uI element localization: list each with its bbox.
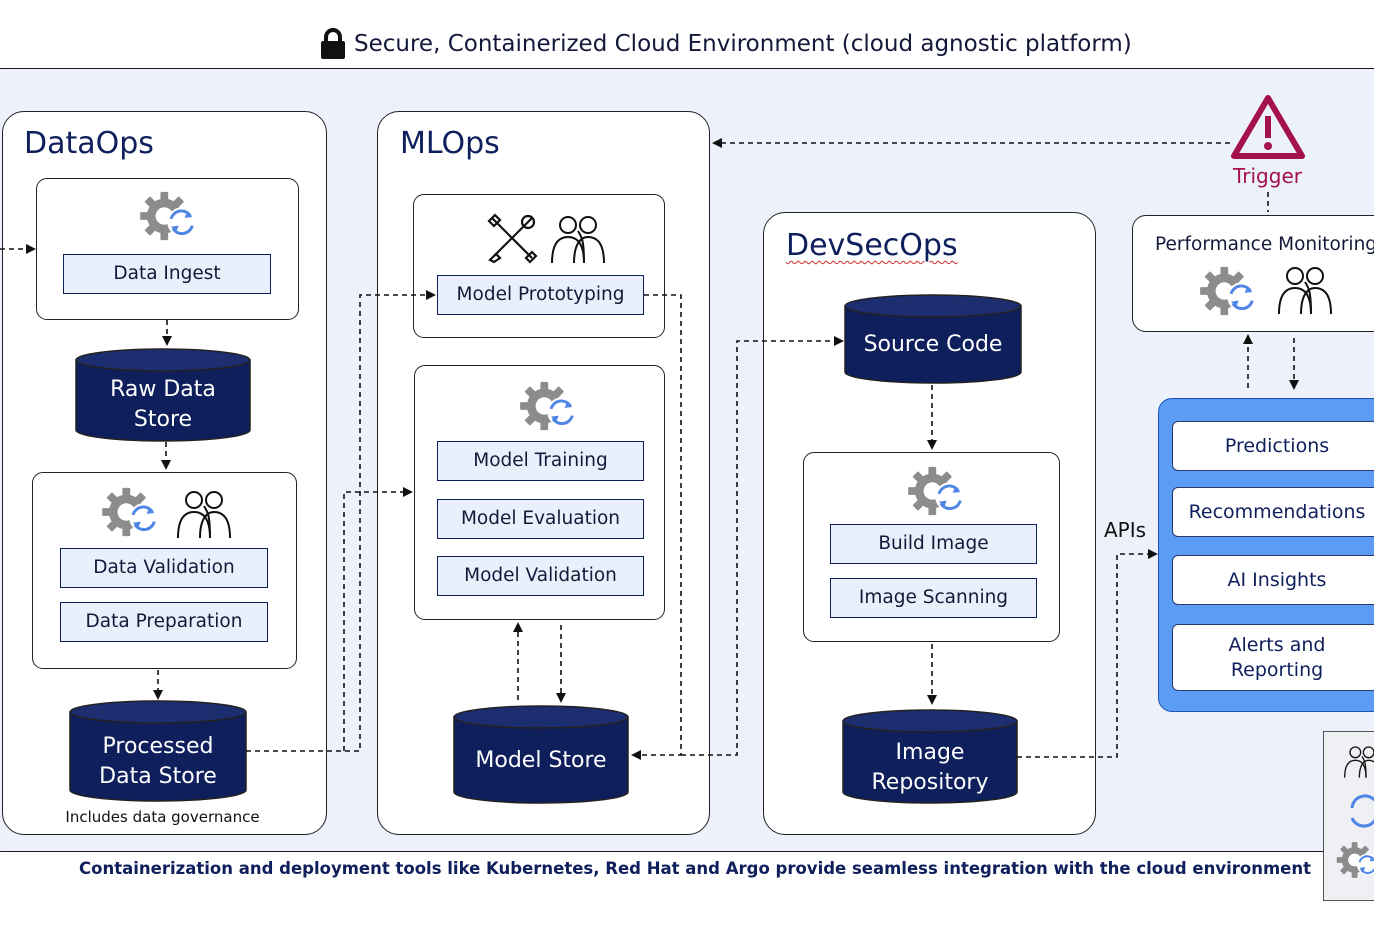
output-alerts-and-reporting[interactable]: Alerts and Reporting (1172, 624, 1374, 691)
arrow-prototyping-to-model-store (631, 294, 682, 760)
model-prototyping-label[interactable]: Model Prototyping (437, 275, 644, 315)
model-validation-label[interactable]: Model Validation (437, 556, 644, 596)
footer-note: Containerization and deployment tools li… (79, 859, 1311, 878)
image-repository-cylinder[interactable] (842, 709, 1018, 804)
data-validation-label[interactable]: Data Validation (60, 548, 268, 588)
devsecops-title: DevSecOps (786, 228, 958, 263)
lock-icon (321, 28, 345, 59)
dataops-title: DataOps (24, 126, 154, 161)
source-code-cylinder[interactable] (844, 294, 1022, 384)
model-evaluation-label[interactable]: Model Evaluation (437, 499, 644, 539)
data-preparation-label[interactable]: Data Preparation (60, 602, 268, 642)
mlops-title: MLOps (400, 126, 500, 161)
output-ai-insights[interactable]: AI Insights (1172, 555, 1374, 605)
trigger-label: Trigger (1233, 164, 1302, 188)
warning-icon (1231, 95, 1305, 159)
processed-data-store-cylinder[interactable] (69, 700, 247, 802)
model-store-cylinder[interactable] (453, 705, 629, 804)
model-training-label[interactable]: Model Training (437, 441, 644, 481)
image-scanning-label[interactable]: Image Scanning (830, 578, 1037, 618)
raw-data-store-cylinder[interactable] (75, 348, 251, 442)
processed-store-note: Includes data governance (65, 808, 260, 826)
data-ingest-label[interactable]: Data Ingest (63, 254, 271, 294)
environment-header: Secure, Containerized Cloud Environment … (320, 26, 1132, 62)
arrow-repo-to-outputs (1017, 549, 1158, 758)
apis-label: APIs (1104, 518, 1147, 542)
output-recommendations[interactable]: Recommendations (1172, 487, 1374, 537)
output-predictions[interactable]: Predictions (1172, 421, 1374, 471)
build-image-label[interactable]: Build Image (830, 524, 1037, 564)
output-alerts-text: Alerts and Reporting (1228, 633, 1326, 681)
sync-icon (1350, 794, 1374, 828)
arrow-processed-to-prototyping (246, 290, 436, 752)
arrow-model-store-to-source-code (681, 336, 844, 756)
environment-title: Secure, Containerized Cloud Environment … (354, 31, 1132, 57)
arrow-processed-to-training (343, 487, 413, 751)
performance-monitoring-card[interactable] (1132, 215, 1374, 332)
performance-monitoring-label: Performance Monitoring (1155, 234, 1374, 255)
